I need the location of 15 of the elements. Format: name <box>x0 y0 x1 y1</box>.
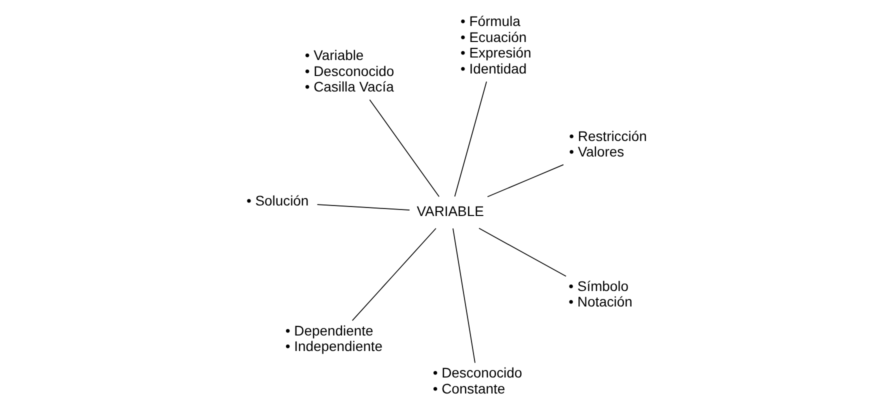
connector <box>452 228 476 364</box>
connector <box>454 81 487 197</box>
node-text: • Restricción • Valores <box>569 128 647 160</box>
connector <box>369 99 440 198</box>
node-text: • Fórmula • Ecuación • Expresión • Identidad <box>460 13 532 76</box>
connector <box>478 228 566 277</box>
node-text: • Solución <box>246 192 309 209</box>
node-text: • Dependiente • Independiente <box>285 322 383 354</box>
connector <box>487 164 564 198</box>
connector <box>352 228 436 321</box>
node-text: • Símbolo • Notación <box>568 278 632 310</box>
node-text: • Variable • Desconocido • Casilla Vacía <box>304 47 394 94</box>
connector <box>316 204 410 210</box>
node-text: • Desconocido • Constante <box>432 364 522 396</box>
node-text: VARIABLE <box>416 202 484 219</box>
